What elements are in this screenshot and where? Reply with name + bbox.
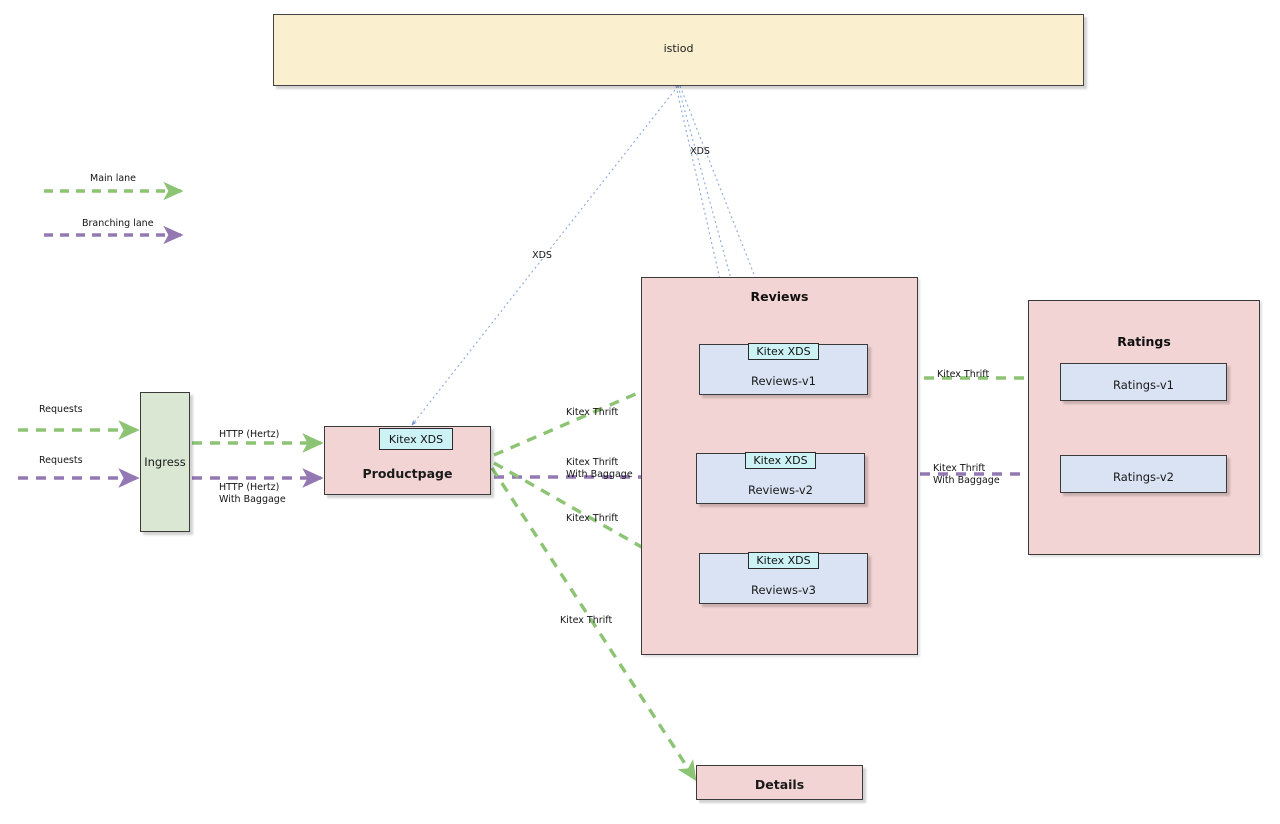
node-details[interactable]: Details <box>696 765 863 800</box>
node-ratings-v2-label: Ratings-v2 <box>1112 470 1175 484</box>
cluster-reviews-title: Reviews <box>750 289 809 304</box>
node-ratings-v2[interactable]: Ratings-v2 <box>1060 455 1227 493</box>
xds-chip-reviews-v2[interactable]: Kitex XDS <box>745 452 816 469</box>
node-reviews-v1-label: Reviews-v1 <box>751 374 816 388</box>
legend-label-main-lane: Main lane <box>90 173 137 184</box>
edge-label-productpage-reviews-v3: Kitex Thrift <box>566 513 619 524</box>
node-details-label: Details <box>754 777 805 792</box>
edge-label-reviews-ratings-v2: Kitex Thrift With Baggage <box>933 463 1000 486</box>
xds-chip-reviews-v3[interactable]: Kitex XDS <box>748 552 819 569</box>
xds-chip-reviews-v1[interactable]: Kitex XDS <box>748 343 819 360</box>
edge-label-productpage-details: Kitex Thrift <box>560 615 613 626</box>
node-istiod[interactable]: istiod <box>273 14 1084 86</box>
node-reviews-v2-label: Reviews-v2 <box>748 483 813 497</box>
node-ingress[interactable]: Ingress <box>140 392 190 532</box>
node-reviews-v3-label: Reviews-v3 <box>751 583 816 597</box>
edge-label-productpage-reviews-v1: Kitex Thrift <box>566 407 619 418</box>
edge-label-requests-main: Requests <box>39 404 83 415</box>
edge-label-reviews-ratings-v1: Kitex Thrift <box>937 369 990 380</box>
edge-label-productpage-reviews-v2: Kitex Thrift With Baggage <box>566 457 633 480</box>
legend-label-branching-lane: Branching lane <box>82 218 154 229</box>
edge-label-http-hertz-baggage: HTTP (Hertz) With Baggage <box>219 482 286 505</box>
edge-label-xds-reviews: XDS <box>690 146 710 157</box>
edge-label-requests-branching: Requests <box>39 455 83 466</box>
cluster-ratings[interactable]: Ratings <box>1028 300 1260 555</box>
xds-chip-productpage[interactable]: Kitex XDS <box>379 428 453 450</box>
cluster-ratings-title: Ratings <box>1117 334 1171 349</box>
edge-label-xds-productpage: XDS <box>532 250 552 261</box>
node-ratings-v1-label: Ratings-v1 <box>1112 378 1175 392</box>
edge-label-http-hertz: HTTP (Hertz) <box>219 429 280 440</box>
node-istiod-label: istiod <box>663 42 694 55</box>
node-ratings-v1[interactable]: Ratings-v1 <box>1060 363 1227 401</box>
node-ingress-label: Ingress <box>144 455 186 469</box>
node-productpage-label: Productpage <box>362 466 453 481</box>
